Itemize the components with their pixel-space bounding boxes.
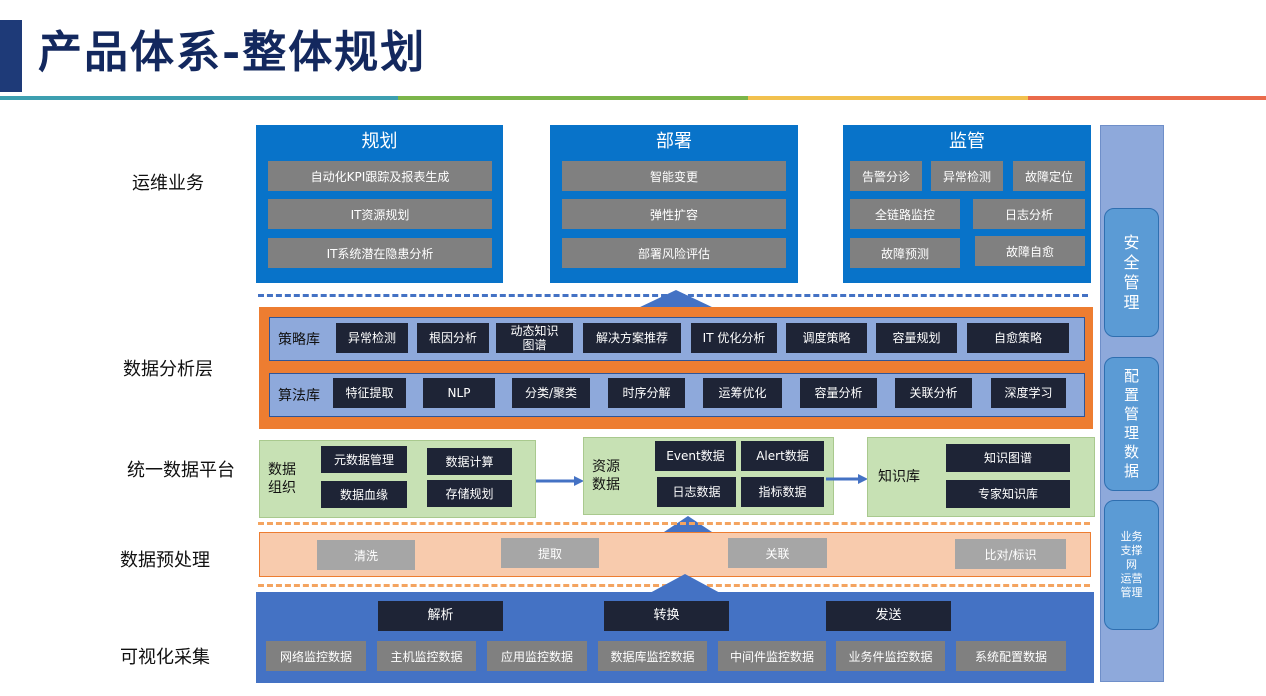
up-arrow-icon — [638, 290, 714, 308]
arrow-right-icon — [536, 476, 584, 486]
strategy-self-heal: 自愈策略 — [967, 323, 1069, 353]
side-business-support: 业务 支撑 网 运营 管理 — [1104, 500, 1159, 630]
source-config: 系统配置数据 — [956, 641, 1066, 671]
monitoring-item-log-analysis: 日志分析 — [973, 199, 1085, 229]
algorithm-feature: 特征提取 — [333, 378, 406, 408]
strategy-knowledge-graph: 动态知识 图谱 — [496, 323, 573, 353]
preprocess-correlate: 关联 — [728, 538, 827, 568]
deployment-title: 部署 — [656, 131, 692, 152]
monitoring-item-fault-locate: 故障定位 — [1013, 161, 1085, 191]
row-label-preprocess: 数据预处理 — [120, 550, 210, 571]
deployment-item-elastic-scaling: 弹性扩容 — [562, 199, 786, 229]
row-label-analysis: 数据分析层 — [123, 359, 213, 380]
deployment-item-risk-eval: 部署风险评估 — [562, 238, 786, 268]
up-arrow-icon — [648, 574, 722, 594]
row-label-ops: 运维业务 — [132, 173, 204, 194]
monitoring-item-self-heal: 故障自愈 — [975, 236, 1085, 266]
title-accent-bar — [0, 20, 22, 92]
divider-segment-3 — [748, 96, 1028, 100]
algorithm-deep-learning: 深度学习 — [991, 378, 1066, 408]
source-application: 应用监控数据 — [487, 641, 587, 671]
algorithm-timeseries: 时序分解 — [608, 378, 685, 408]
source-database: 数据库监控数据 — [598, 641, 707, 671]
planning-item-kpi: 自动化KPI跟踪及报表生成 — [268, 161, 492, 191]
collection-send: 发送 — [826, 601, 951, 631]
data-org-label: 数据 组织 — [268, 462, 296, 496]
resource-data-label: 资源 数据 — [592, 459, 620, 493]
row-label-platform: 统一数据平台 — [127, 460, 235, 481]
source-network: 网络监控数据 — [266, 641, 366, 671]
algorithm-optimization: 运筹优化 — [703, 378, 782, 408]
org-lineage: 数据血缘 — [321, 481, 407, 508]
deployment-item-smart-change: 智能变更 — [562, 161, 786, 191]
algorithm-correlation: 关联分析 — [895, 378, 972, 408]
collection-transform: 转换 — [604, 601, 729, 631]
divider-segment-2 — [398, 96, 748, 100]
divider-segment-1 — [0, 96, 398, 100]
collection-parse: 解析 — [378, 601, 503, 631]
page-title: 产品体系-整体规划 — [38, 27, 427, 78]
separator-preprocess-top — [258, 522, 1090, 525]
source-business: 业务件监控数据 — [836, 641, 945, 671]
expert-knowledge: 专家知识库 — [946, 480, 1070, 508]
knowledge-graph: 知识图谱 — [946, 444, 1070, 472]
source-middleware: 中间件监控数据 — [718, 641, 826, 671]
org-compute: 数据计算 — [427, 448, 512, 475]
source-host: 主机监控数据 — [377, 641, 476, 671]
resource-metric: 指标数据 — [741, 477, 824, 507]
planning-title: 规划 — [361, 131, 398, 152]
side-config-data: 配 置 管 理 数 据 — [1104, 357, 1159, 491]
monitoring-item-fault-predict: 故障预测 — [850, 238, 960, 268]
up-arrow-icon — [658, 516, 718, 536]
org-metadata: 元数据管理 — [321, 446, 407, 473]
strategy-schedule: 调度策略 — [786, 323, 867, 353]
knowledge-base-label: 知识库 — [878, 469, 920, 485]
algorithm-nlp: NLP — [423, 378, 495, 408]
monitoring-title: 监管 — [949, 131, 985, 152]
planning-item-it-resource: IT资源规划 — [268, 199, 492, 229]
resource-log: 日志数据 — [657, 477, 736, 507]
arrow-right-icon — [826, 474, 868, 484]
monitoring-item-fulllink: 全链路监控 — [850, 199, 960, 229]
strategy-label: 策略库 — [278, 332, 320, 348]
monitoring-item-anomaly: 异常检测 — [931, 161, 1003, 191]
strategy-root-cause: 根因分析 — [417, 323, 489, 353]
algorithm-capacity: 容量分析 — [800, 378, 877, 408]
preprocess-extract: 提取 — [501, 538, 599, 568]
algorithm-cluster: 分类/聚类 — [512, 378, 590, 408]
side-security-management: 安 全 管 理 — [1104, 208, 1159, 337]
strategy-it-optimize: IT 优化分析 — [691, 323, 777, 353]
strategy-solution: 解决方案推荐 — [583, 323, 681, 353]
org-storage: 存储规划 — [427, 480, 512, 507]
resource-event: Event数据 — [655, 441, 736, 471]
preprocess-clean: 清洗 — [317, 540, 415, 570]
monitoring-item-alert-triage: 告警分诊 — [850, 161, 922, 191]
algorithm-label: 算法库 — [278, 388, 320, 404]
strategy-anomaly: 异常检测 — [336, 323, 408, 353]
preprocess-compare: 比对/标识 — [955, 539, 1066, 569]
strategy-capacity: 容量规划 — [876, 323, 957, 353]
resource-alert: Alert数据 — [741, 441, 824, 471]
planning-item-risk-analysis: IT系统潜在隐患分析 — [268, 238, 492, 268]
row-label-collection: 可视化采集 — [120, 647, 210, 668]
divider-segment-4 — [1028, 96, 1266, 100]
